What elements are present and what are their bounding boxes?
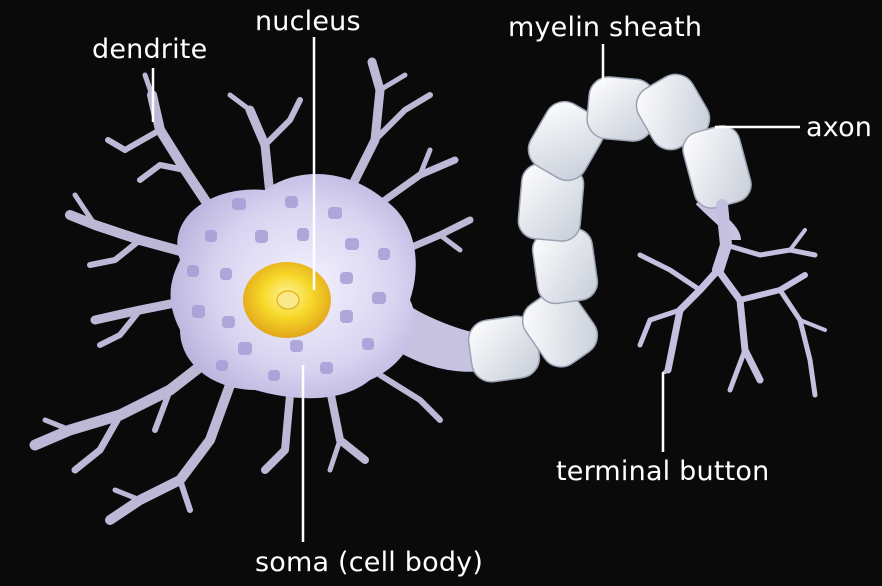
nucleus-label: nucleus [255,8,361,35]
dendrite-label: dendrite [92,36,207,63]
axon-label: axon [806,114,872,141]
myelin-sheath-label: myelin sheath [508,14,702,41]
terminal-button-label: terminal button [556,458,769,485]
nucleolus [277,291,299,309]
myelin-sheath [466,67,755,384]
soma-label: soma (cell body) [255,549,483,576]
